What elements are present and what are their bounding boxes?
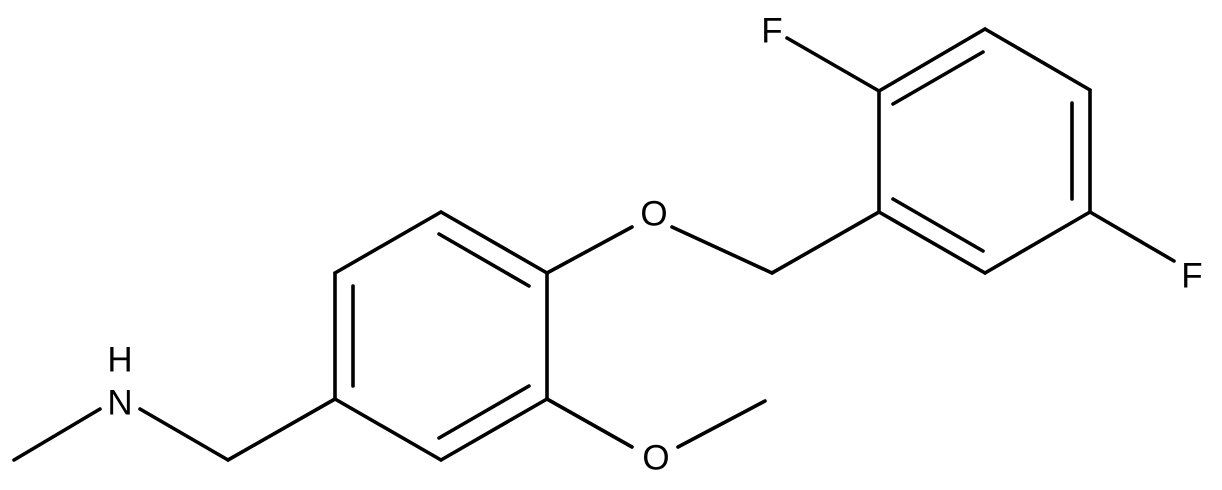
bond-ring-ch2-amine	[226, 397, 337, 462]
ring-a-bond-1-inner	[891, 50, 985, 106]
methoxyphenyl-ring	[333, 210, 549, 462]
ring-b-bond-2	[333, 210, 443, 275]
bond-c-f-top	[785, 36, 881, 93]
difluorophenyl-ring	[877, 27, 1092, 275]
ring-b-bond-5	[439, 397, 549, 462]
ring-a-bond-1	[877, 27, 987, 93]
atom-label-h-amine: H	[107, 341, 132, 380]
atom-label-f-right: F	[1181, 257, 1202, 296]
ring-a-bond-4	[983, 210, 1092, 275]
ring-a-bond-2	[983, 27, 1092, 92]
bond-o-methyl	[676, 399, 767, 449]
bond-ring-ch2	[770, 210, 881, 275]
bond-ring-o-methoxy	[545, 397, 634, 449]
bond-n-methyl	[12, 407, 102, 462]
ring-b-bond-1-inner	[437, 232, 531, 288]
ring-b-bond-5-inner	[437, 384, 531, 440]
ring-b-bond-4	[333, 397, 443, 462]
ring-a-bond-5	[877, 210, 987, 275]
bond-ch2-n	[138, 407, 230, 462]
bond-c-f-right	[1088, 210, 1176, 263]
ring-a-bond-5-inner	[891, 197, 985, 253]
ring-b-bond-1	[439, 210, 549, 275]
atom-label-o-ether: O	[640, 195, 667, 234]
atom-label-f-top: F	[761, 12, 782, 51]
atom-label-o-methoxy: O	[642, 439, 669, 478]
bond-o-ring	[545, 225, 634, 275]
bond-ch2-o	[670, 225, 774, 275]
atom-label-n-amine: N	[107, 384, 132, 423]
